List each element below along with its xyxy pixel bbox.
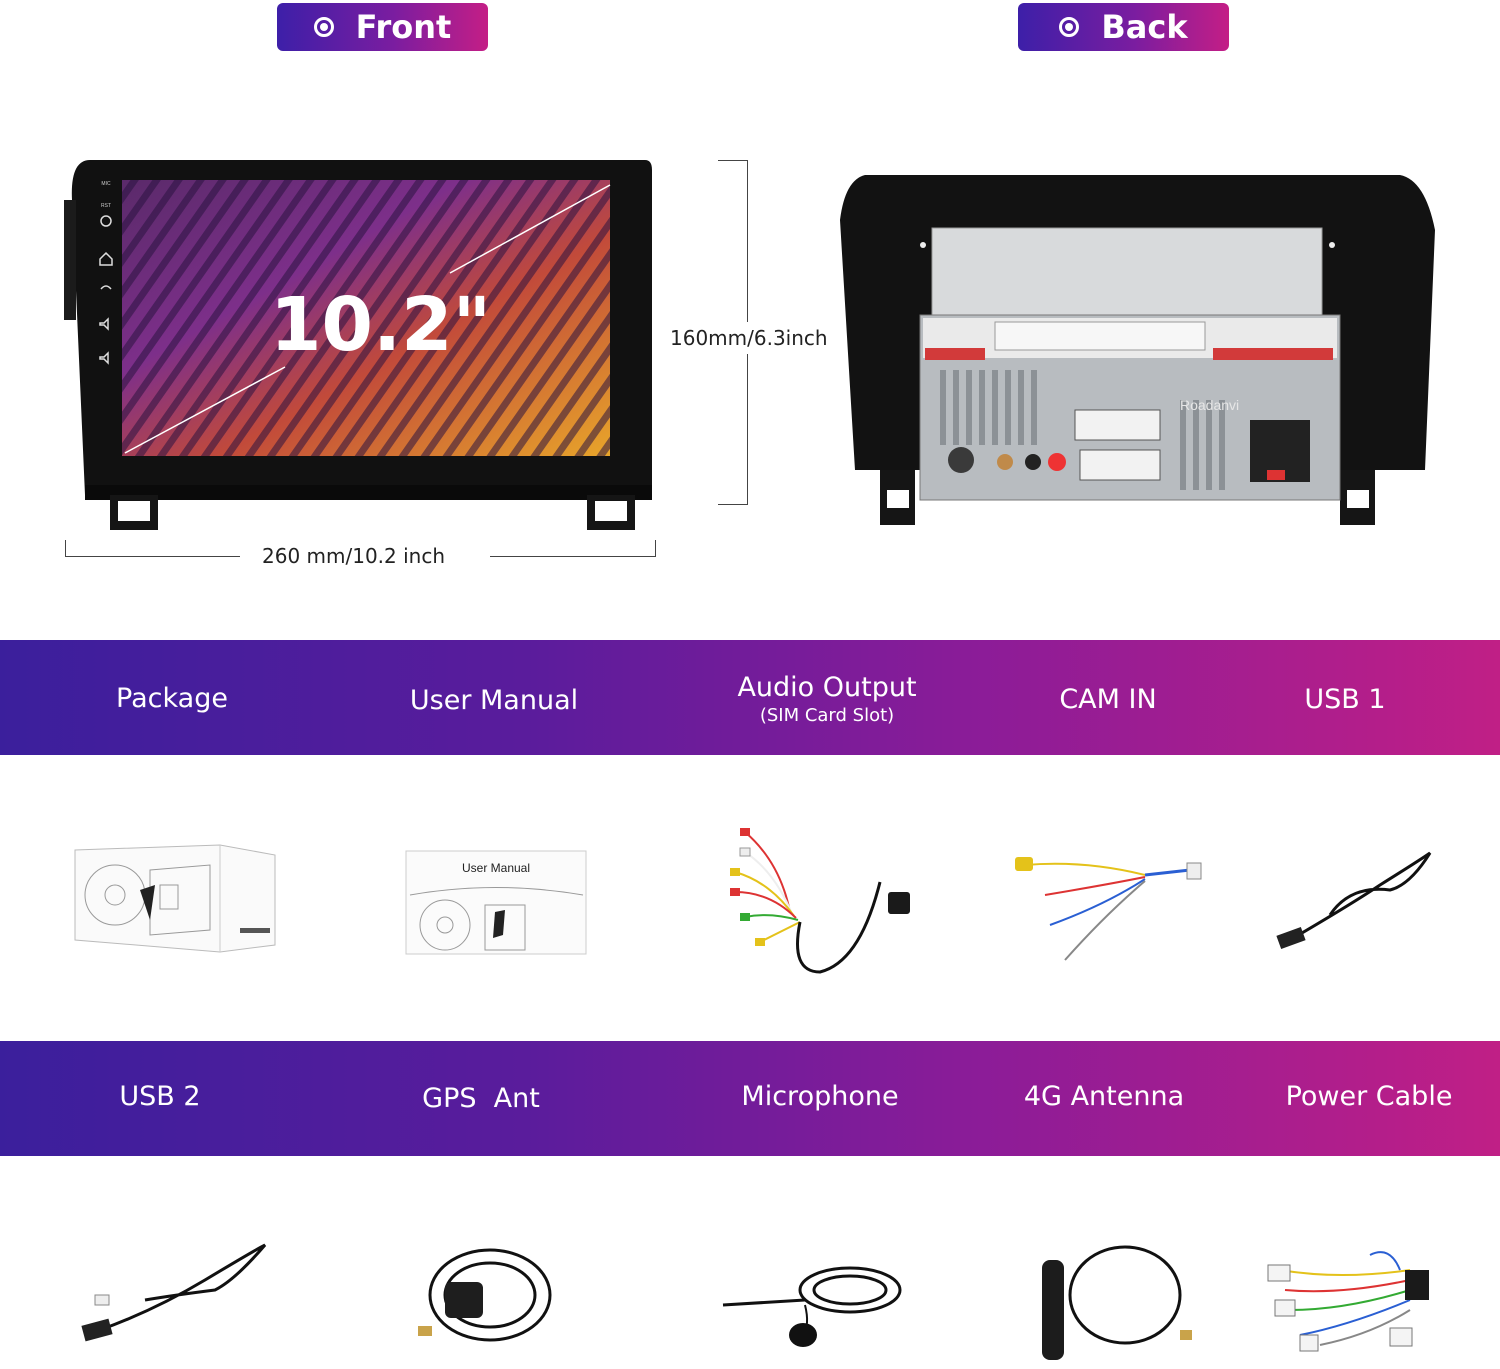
accessory-band-2 — [0, 1041, 1500, 1156]
label-user-manual: User Manual — [409, 685, 579, 716]
dim-tick-left — [65, 540, 66, 557]
4g-antenna-image — [1042, 1245, 1192, 1360]
dim-line-left — [65, 556, 240, 557]
label-microphone: Microphone — [741, 1081, 899, 1112]
dim-tick-top — [718, 160, 748, 161]
dim-tick-right — [655, 540, 656, 557]
label-cam-in: CAM IN — [1059, 684, 1157, 715]
back-tab: Back — [1018, 3, 1229, 51]
dim-line-right — [490, 556, 655, 557]
radio-dot-icon — [1059, 17, 1080, 37]
power-cable-image — [1267, 1251, 1429, 1352]
dim-label-bg — [668, 322, 828, 354]
dim-tick-bottom — [718, 504, 748, 505]
user-manual-image: User Manual — [405, 850, 587, 955]
rst-label: RST — [101, 203, 111, 209]
accessory-band-1 — [0, 640, 1500, 755]
back-unit-image: Roadanvi — [840, 175, 1435, 525]
front-tab: Front — [277, 3, 488, 51]
label-usb-1: USB 1 — [1304, 684, 1386, 715]
screen-size-label: 10.2" — [270, 282, 491, 368]
front-label: Front — [355, 8, 452, 46]
cam-in-cable-image — [1015, 857, 1202, 961]
usb-2-cable-image — [81, 1243, 267, 1342]
front-unit-image: MIC RST 10.2" — [64, 160, 653, 530]
package-box-image — [74, 844, 276, 953]
label-audio-output-sub: (SIM Card Slot) — [759, 705, 895, 726]
usb-1-cable-image — [1276, 851, 1432, 950]
back-label: Back — [1101, 8, 1188, 46]
audio-output-cable-image — [730, 828, 910, 974]
gps-antenna-image — [418, 1248, 552, 1342]
brand-mark: Roadanvi — [1180, 397, 1239, 413]
radio-dot-icon — [313, 17, 334, 37]
mic-label: MIC — [101, 181, 111, 187]
microphone-image — [722, 1266, 902, 1347]
label-usb-2: USB 2 — [119, 1081, 201, 1112]
manual-cover-text: User Manual — [462, 861, 530, 875]
label-gps-ant: GPS Ant — [422, 1083, 540, 1114]
label-power-cable: Power Cable — [1285, 1081, 1453, 1112]
label-audio-output: Audio Output(SIM Card Slot) — [737, 672, 917, 726]
width-dimension: 260 mm/10.2 inch — [262, 544, 446, 568]
label-package: Package — [116, 683, 228, 714]
label-4g-antenna: 4G Antenna — [1023, 1081, 1185, 1112]
height-dimension: 160mm/6.3inch — [670, 326, 828, 350]
